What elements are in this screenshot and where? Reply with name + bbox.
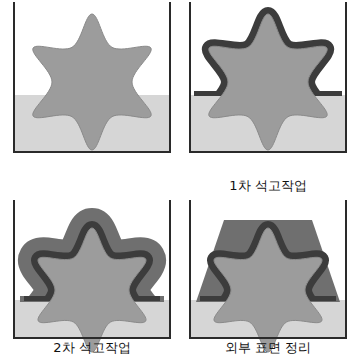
mold-panel (190, 2, 346, 152)
step-caption: 1차 석고작업 (229, 178, 306, 194)
mold-panel (14, 200, 170, 352)
container-wall (190, 2, 346, 152)
star-pattern (38, 228, 146, 352)
first-plaster-layer (209, 14, 327, 95)
container-wall (190, 200, 346, 338)
second-plaster-layer (38, 228, 146, 300)
mold-panel (190, 200, 346, 352)
step-caption: 2차 석고작업 (53, 340, 130, 356)
first-plaster-layer (214, 228, 322, 300)
first-plaster-layer (38, 228, 146, 300)
container-wall (14, 200, 170, 338)
star-pattern (33, 14, 151, 150)
mold-panel (14, 2, 170, 152)
star-pattern (209, 14, 327, 150)
step-caption: 외부 표면 정리 (225, 340, 311, 356)
container-wall (14, 2, 170, 152)
star-pattern (214, 228, 322, 352)
